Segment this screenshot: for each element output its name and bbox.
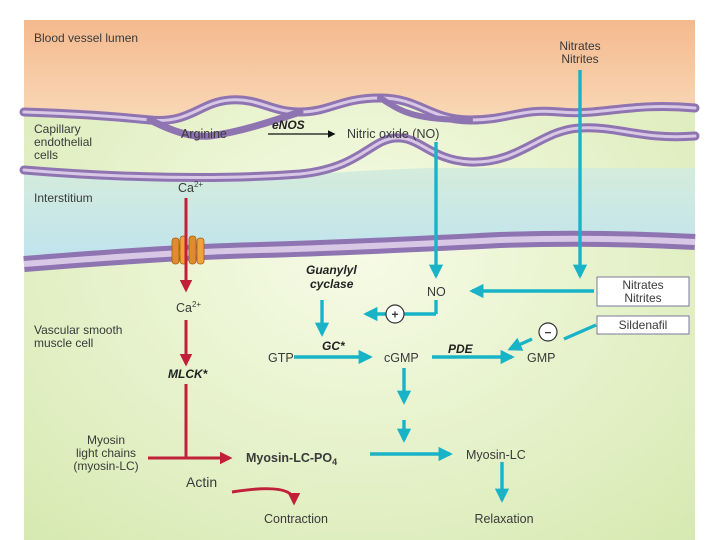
nitrates-box-label-1: Nitrates [622, 278, 663, 292]
pde-label: PDE [448, 342, 474, 356]
gtp-label: GTP [268, 351, 294, 365]
myosin-lc-label: Myosin-LC [466, 448, 526, 462]
nitrates-top-label-1: Nitrates [559, 39, 600, 53]
myosin-lc-po4-label: Myosin-LC-PO4 [246, 451, 337, 467]
arginine-label: Arginine [181, 127, 227, 141]
calcium-channel-icon [171, 235, 205, 265]
endothelial-label-3: cells [34, 148, 58, 162]
myosin-label-1: Myosin [87, 433, 125, 447]
calcium-red-arrows [148, 198, 301, 506]
ca-int-label: Ca2+ [176, 300, 201, 315]
minus-symbol: − [544, 326, 551, 340]
sildenafil-box [596, 315, 690, 335]
endothelial-label-2: endothelial [34, 135, 92, 149]
plus-symbol: + [391, 308, 398, 322]
myosin-label-3: (myosin-LC) [73, 459, 138, 473]
stimulate-plus-icon [385, 304, 405, 324]
smooth-muscle-label-1: Vascular smooth [34, 323, 122, 337]
nitrates-top-label-2: Nitrites [561, 52, 598, 66]
actin-label: Actin [186, 474, 217, 490]
smooth-muscle-label-2: muscle cell [34, 336, 93, 350]
guanylyl-label-2: cyclase [310, 277, 354, 291]
endothelial-label-1: Capillary [34, 122, 81, 136]
smooth-muscle-membrane [23, 230, 696, 272]
endothelial-membrane [19, 93, 700, 182]
nitrates-box-label-2: Nitrites [624, 291, 661, 305]
lumen-label: Blood vessel lumen [34, 31, 138, 45]
gc-label: GC* [322, 339, 346, 353]
myosin-label-2: light chains [76, 446, 136, 460]
cyan-arrows [294, 70, 597, 503]
cgmp-label: cGMP [384, 351, 419, 365]
guanylyl-label-1: Guanylyl [306, 263, 357, 277]
nitric-oxide-label: Nitric oxide (NO) [347, 127, 439, 141]
gmp-label: GMP [527, 351, 555, 365]
nitrates-box [596, 276, 690, 307]
contraction-label: Contraction [264, 512, 328, 526]
no-label: NO [427, 285, 446, 299]
ca-ext-label: Ca2+ [178, 180, 203, 195]
sildenafil-label: Sildenafil [619, 318, 668, 332]
lumen-region [24, 20, 695, 119]
enos-label: eNOS [272, 118, 305, 132]
inhibit-minus-icon [538, 322, 558, 342]
mlck-label: MLCK* [168, 367, 209, 381]
interstitium-label: Interstitium [34, 191, 93, 205]
relaxation-label: Relaxation [474, 512, 533, 526]
